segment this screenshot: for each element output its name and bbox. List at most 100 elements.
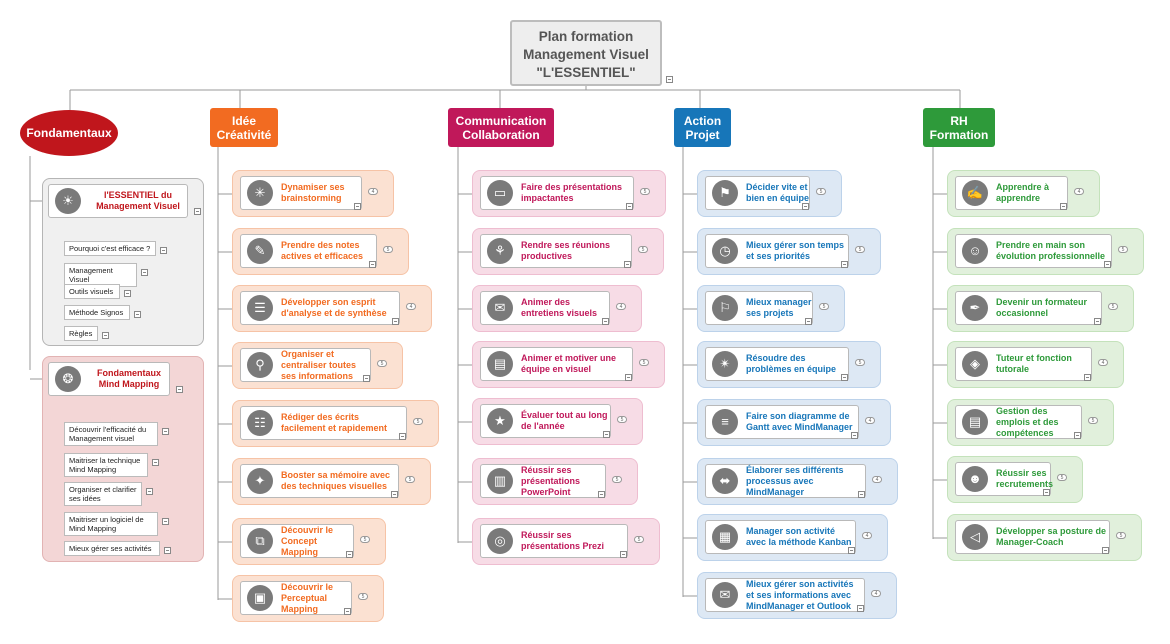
interview-icon: ✉ <box>487 295 513 321</box>
topic-card[interactable]: ◁Développer sa posture de Manager-Coach <box>955 520 1110 554</box>
topic-card[interactable]: ◈Tuteur et fonction tutorale <box>955 347 1092 381</box>
note-icon[interactable] <box>346 551 353 558</box>
note-icon[interactable] <box>162 428 169 435</box>
topic-card[interactable]: ⧉Découvrir le Concept Mapping <box>240 524 354 558</box>
note-icon[interactable] <box>858 491 865 498</box>
subtopic[interactable]: Maitriser un logiciel de Mind Mapping <box>64 512 158 536</box>
note-icon[interactable] <box>392 318 399 325</box>
topic-card[interactable]: ☻Réussir ses recrutements <box>955 462 1053 496</box>
note-icon[interactable] <box>802 203 809 210</box>
topic-card[interactable]: ❂Fondamentaux Mind Mapping <box>48 362 170 396</box>
topic-card[interactable]: ✒Devenir un formateur occasionnel <box>955 291 1102 325</box>
root-note-icon[interactable] <box>666 76 673 83</box>
subtopic[interactable]: Pourquoi c'est efficace ? <box>64 241 156 256</box>
note-icon[interactable] <box>124 290 131 297</box>
topic-card[interactable]: ✍Apprendre à apprendre <box>955 176 1068 210</box>
topic-card[interactable]: ▥Réussir ses présentations PowerPoint <box>480 464 606 498</box>
note-icon[interactable] <box>851 432 858 439</box>
note-icon[interactable] <box>354 203 361 210</box>
note-icon[interactable] <box>1102 547 1109 554</box>
note-icon[interactable] <box>344 608 351 615</box>
subtopic[interactable]: Méthode Signos <box>64 305 130 320</box>
note-icon[interactable] <box>1060 203 1067 210</box>
topic-card[interactable]: ☰Développer son esprit d'analyse et de s… <box>240 291 400 325</box>
subtopic[interactable]: Outils visuels <box>64 284 120 299</box>
topic-card[interactable]: ✳Dynamiser ses brainstorming <box>240 176 362 210</box>
note-icon[interactable] <box>152 459 159 466</box>
topic-card[interactable]: ▤Gestion des emplois et des compétences <box>955 405 1082 439</box>
note-icon[interactable] <box>194 208 201 215</box>
branch-fondamentaux[interactable]: Fondamentaux <box>20 110 118 156</box>
topic-card[interactable]: ⚑Décider vite et bien en équipe <box>705 176 810 210</box>
note-icon[interactable] <box>1074 432 1081 439</box>
note-icon[interactable] <box>805 318 812 325</box>
count-badge: 5 <box>405 476 415 483</box>
subtopic[interactable]: Règles <box>64 326 98 341</box>
topic-card[interactable]: ✎Prendre des notes actives et efficaces <box>240 234 377 268</box>
gantt-icon: ≡ <box>712 409 738 435</box>
topic-card[interactable]: ☀l'ESSENTIEL du Management Visuel <box>48 184 188 218</box>
note-icon[interactable] <box>603 431 610 438</box>
topic-card[interactable]: ▦Manager son activité avec la méthode Ka… <box>705 520 856 554</box>
topic-card[interactable]: ⚘Rendre ses réunions productives <box>480 234 632 268</box>
root-title-line: "L'ESSENTIEL" <box>536 65 636 80</box>
note-icon[interactable] <box>146 488 153 495</box>
note-icon[interactable] <box>1104 261 1111 268</box>
note-icon[interactable] <box>162 518 169 525</box>
topic-card[interactable]: ✴Résoudre des problèmes en équipe <box>705 347 849 381</box>
note-icon[interactable] <box>363 375 370 382</box>
note-icon[interactable] <box>598 491 605 498</box>
note-icon[interactable] <box>134 311 141 318</box>
note-icon[interactable] <box>1084 374 1091 381</box>
subtopic[interactable]: Maitriser la technique Mind Mapping <box>64 453 148 477</box>
topic-card[interactable]: ☺Prendre en main son évolution professio… <box>955 234 1112 268</box>
branch-label: Fondamentaux <box>26 126 112 140</box>
root-topic[interactable]: Plan formation Management Visuel "L'ESSE… <box>510 20 662 86</box>
subtopic[interactable]: Organiser et clarifier ses idées <box>64 482 142 506</box>
note-icon[interactable] <box>620 551 627 558</box>
note-icon[interactable] <box>848 547 855 554</box>
count-badge: 4 <box>865 417 875 424</box>
note-icon[interactable] <box>164 547 171 554</box>
note-icon[interactable] <box>102 332 109 339</box>
note-icon[interactable] <box>176 386 183 393</box>
topic-card[interactable]: ★Évaluer tout au long de l'année <box>480 404 611 438</box>
note-icon[interactable] <box>160 247 167 254</box>
topic-card[interactable]: ⬌Élaborer ses différents processus avec … <box>705 464 866 498</box>
topic-card[interactable]: ✉Animer des entretiens visuels <box>480 291 610 325</box>
topic-card[interactable]: ◎Réussir ses présentations Prezi <box>480 524 628 558</box>
topic-card[interactable]: ⚲Organiser et centraliser toutes ses inf… <box>240 348 371 382</box>
topic-card[interactable]: ▣Découvrir le Perceptual Mapping <box>240 581 352 615</box>
subtopic[interactable]: Découvrir l'efficacité du Management vis… <box>64 422 158 446</box>
kanban-icon: ▦ <box>712 524 738 550</box>
note-icon[interactable] <box>625 374 632 381</box>
topic-card[interactable]: ▭Faire des présentations impactantes <box>480 176 634 210</box>
note-icon[interactable] <box>399 433 406 440</box>
topic-card[interactable]: ☷Rédiger des écrits facilement et rapide… <box>240 406 407 440</box>
note-icon[interactable] <box>391 491 398 498</box>
note-icon[interactable] <box>841 261 848 268</box>
topic-label: Organiser et centraliser toutes ses info… <box>281 348 357 381</box>
topic-card[interactable]: ≡Faire son diagramme de Gantt avec MindM… <box>705 405 859 439</box>
note-icon[interactable] <box>369 261 376 268</box>
topic-card[interactable]: ▤Animer et motiver une équipe en visuel <box>480 347 633 381</box>
topic-card[interactable]: ✦Booster sa mémoire avec des techniques … <box>240 464 399 498</box>
subtopic[interactable]: Mieux gérer ses activités <box>64 541 160 556</box>
note-icon[interactable] <box>626 203 633 210</box>
note-icon[interactable] <box>857 605 864 612</box>
topic-card[interactable]: ◷Mieux gérer son temps et ses priorités <box>705 234 849 268</box>
note-icon[interactable] <box>841 374 848 381</box>
note-icon[interactable] <box>1094 318 1101 325</box>
presentation-icon: ▭ <box>487 180 513 206</box>
note-icon[interactable] <box>1043 489 1050 496</box>
topic-card[interactable]: ✉Mieux gérer son activités et ses inform… <box>705 578 865 612</box>
topic-card[interactable]: ⚐Mieux manager ses projets <box>705 291 813 325</box>
note-icon[interactable] <box>141 269 148 276</box>
subtopic[interactable]: Management Visuel <box>64 263 137 287</box>
note-icon[interactable] <box>602 318 609 325</box>
note-icon[interactable] <box>624 261 631 268</box>
